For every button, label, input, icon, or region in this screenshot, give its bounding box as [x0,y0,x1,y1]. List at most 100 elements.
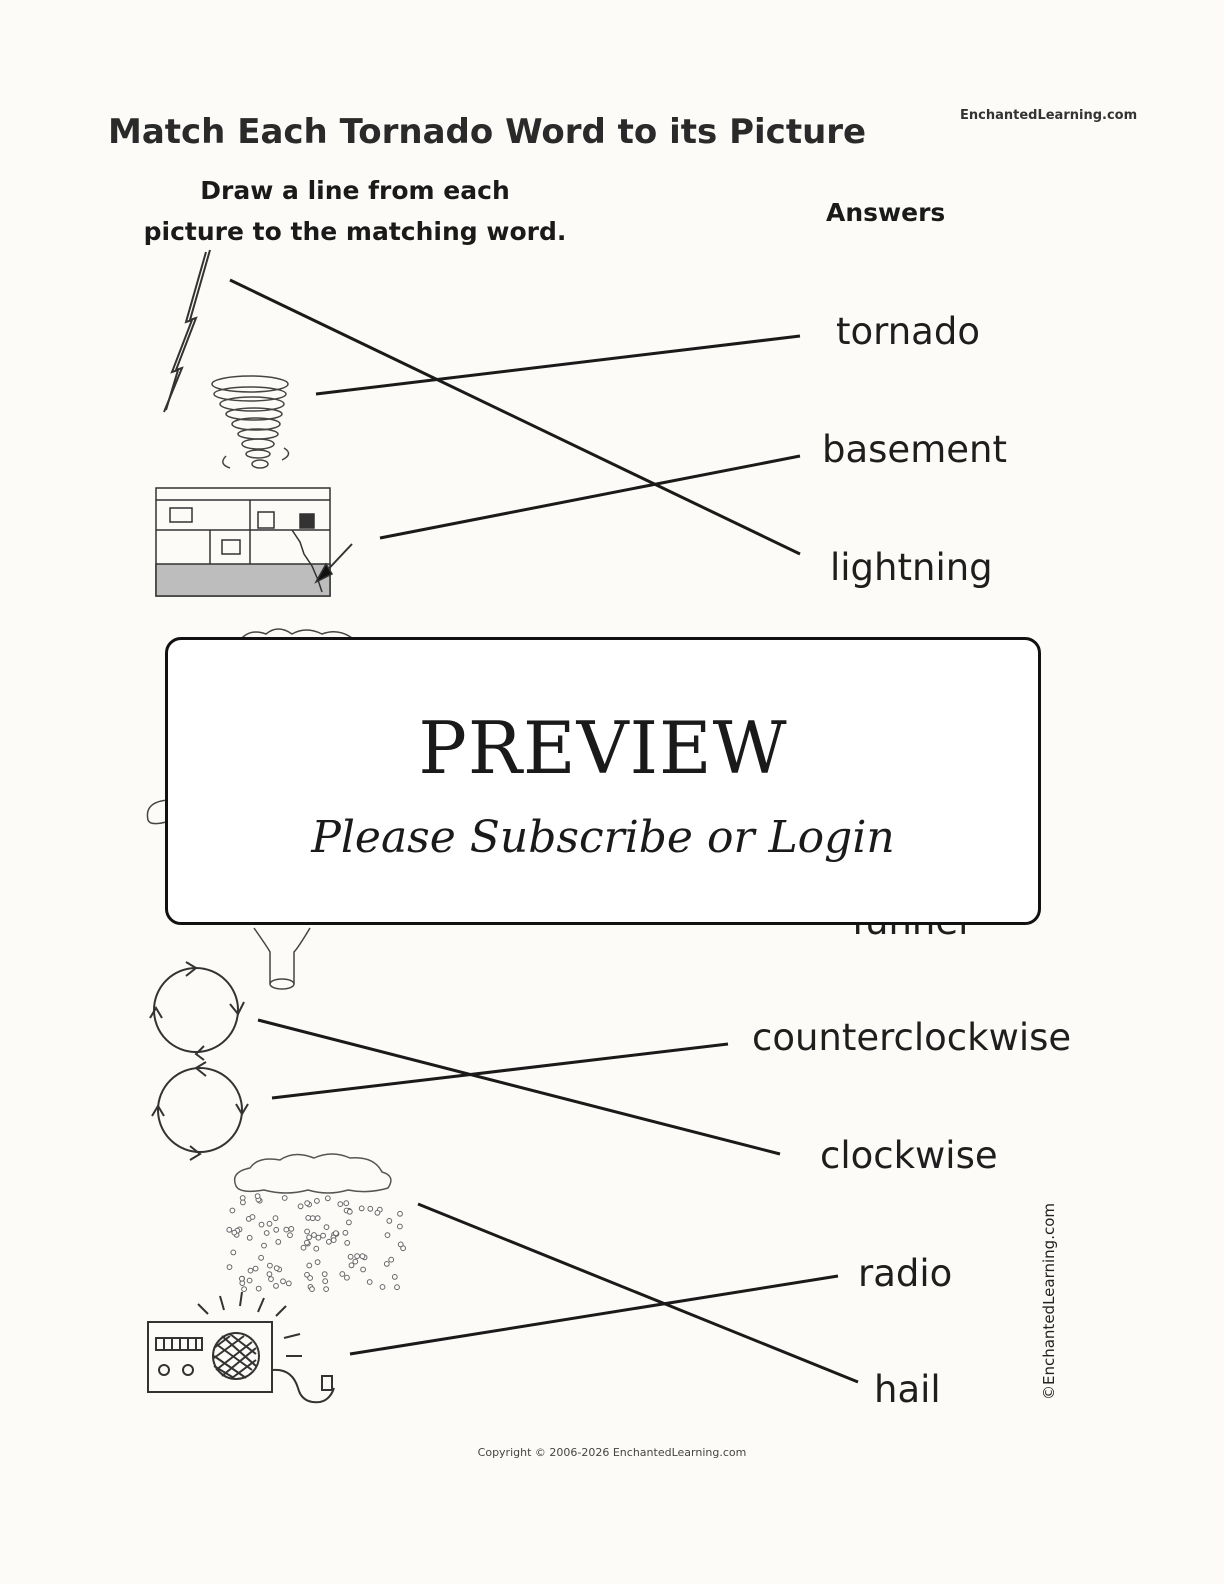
hail-dot [391,1274,398,1280]
hail-dot [384,1232,391,1238]
hail-dot [342,1229,349,1236]
hail-dot [366,1279,373,1285]
hail-dot [306,1262,313,1269]
hail-dot [226,1264,233,1270]
hail-dot [354,1253,361,1259]
hail-dot [346,1219,352,1226]
hail-dot [326,1238,332,1245]
hail-dots [226,1193,407,1292]
hail-dot [344,1274,350,1281]
preview-subheading[interactable]: Please Subscribe or Login [311,812,895,863]
preview-overlay[interactable]: PREVIEW Please Subscribe or Login [165,637,1041,925]
instructions-line-1: Draw a line from each [200,176,510,205]
hail-dot [358,1205,365,1212]
hail-dot [323,1224,330,1230]
hail-dot [266,1271,273,1277]
hail-dot [386,1218,393,1224]
hail-dot [240,1199,246,1206]
hail-dot [239,1275,245,1282]
hail-dot [241,1286,248,1292]
hail-dot [314,1215,321,1221]
hail-dot [246,1277,253,1284]
word-basement: basement [822,428,1007,471]
hail-dot [304,1200,311,1206]
hail-dot [320,1232,327,1239]
hail-dot [249,1214,256,1220]
hail-dot [397,1241,404,1248]
hail-dot [311,1232,317,1238]
hail-dot [347,1253,354,1260]
hail-dot [314,1259,321,1265]
hail-dot [322,1278,329,1285]
hail-dot [321,1271,328,1277]
hail-dot [397,1210,403,1217]
answer-line-tornado [315,334,801,396]
counterclockwise-circle-icon [151,1061,249,1161]
hail-dot [258,1221,265,1228]
answer-line-lightning [229,278,801,556]
hail-dot [394,1284,400,1291]
hail-dot [343,1200,350,1207]
hail-dot [273,1265,280,1271]
radio-icon [147,1291,335,1404]
hail-dot [337,1201,344,1207]
answer-line-clockwise [257,1018,781,1156]
hail-dot [374,1209,381,1216]
hail-dot [306,1234,313,1241]
answers-label: Answers [826,198,946,227]
hail-dot [300,1244,307,1251]
hail-dot [273,1283,279,1289]
word-radio: radio [858,1252,953,1295]
hail-dot [324,1195,331,1202]
cloud-icon [146,628,353,825]
hail-dot [297,1203,304,1210]
hail-dot [252,1265,259,1272]
hail-dot [304,1228,311,1235]
hail-dot [352,1258,359,1265]
lightning-bolt-icon [163,249,211,413]
word-counterclockwise: counterclockwise [752,1016,1072,1059]
hail-dot [397,1223,403,1230]
answer-line-counterclockwise [271,1042,729,1100]
word-clockwise: clockwise [820,1134,998,1177]
word-hail: hail [874,1368,941,1411]
hail-dot [309,1215,316,1222]
house-basement-icon [155,487,353,597]
hail-cloud-icon [226,1153,407,1292]
hail-dot [359,1253,366,1260]
hail-dot [344,1240,351,1246]
hail-dot [383,1261,390,1267]
hail-dot [281,1195,288,1201]
hail-dot [229,1207,236,1214]
hail-dot [367,1205,374,1212]
hail-dot [261,1242,267,1249]
clockwise-circle-icon [149,961,245,1061]
hail-dot [275,1239,282,1245]
hail-dot [255,1285,262,1292]
hail-dot [333,1230,339,1237]
hail-dot [230,1249,237,1256]
tornado-icon [211,375,290,469]
hail-dot [314,1198,320,1204]
site-name[interactable]: EnchantedLearning.com [960,108,1138,123]
hail-dot [339,1271,346,1277]
hail-dot [313,1245,320,1252]
instructions: Draw a line from each picture to the mat… [140,170,570,252]
word-tornado: tornado [836,310,980,353]
hail-dot [346,1208,353,1215]
funnel-icon [253,927,311,990]
hail-dot [285,1280,292,1287]
hail-dot [360,1266,367,1273]
hail-dot [247,1267,254,1274]
hail-dot [246,1234,253,1241]
page-title: Match Each Tornado Word to its Picture [108,112,867,152]
hail-dot [226,1226,233,1233]
hail-dot [267,1262,273,1269]
hail-dot [388,1256,395,1263]
preview-heading: PREVIEW [418,706,788,790]
hail-dot [280,1278,286,1285]
footer-copyright: Copyright © 2006-2026 EnchantedLearning.… [477,1446,747,1459]
hail-dot [258,1254,265,1261]
word-lightning: lightning [830,546,993,589]
